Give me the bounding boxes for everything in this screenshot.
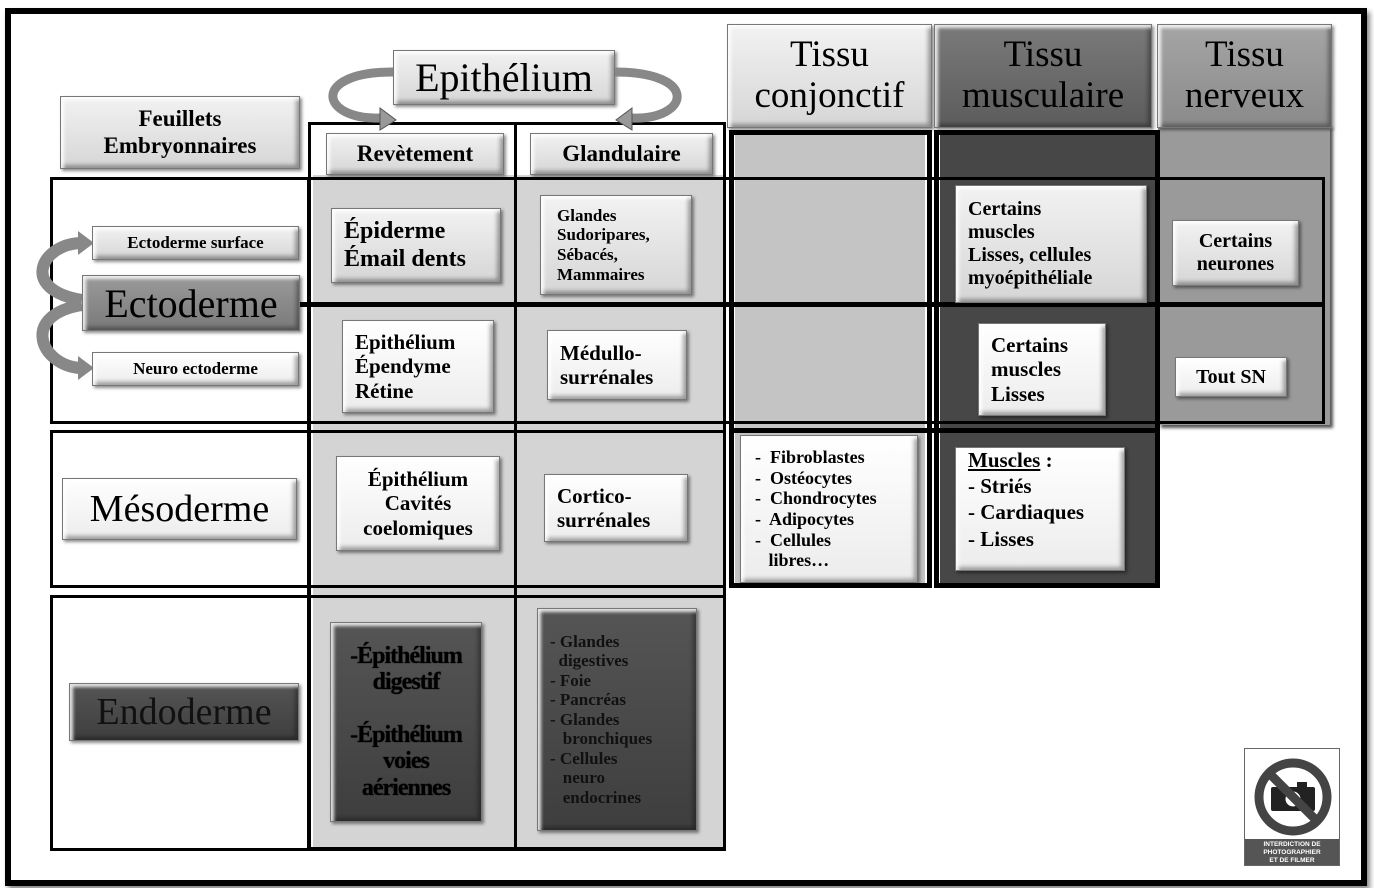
ectoderme-surface-label: Ectoderme surface: [92, 226, 299, 260]
arrow-head-left-icon: [379, 107, 397, 131]
arrow-head-up-icon: [78, 231, 94, 255]
no-photography-text: INTERDICTION DE PHOTOGRAPHIER ET DE FILM…: [1245, 839, 1339, 865]
no-camera-icon: [1254, 758, 1332, 836]
medullo-surrenales-cell: Médullo- surrénales: [547, 330, 687, 400]
arrow-to-neuro-icon: [36, 299, 84, 374]
arrow-to-surface-icon: [36, 237, 84, 306]
tissu-nerveux-header: Tissu nerveux: [1157, 24, 1332, 128]
arrow-head-down-icon: [78, 356, 94, 380]
endoderme-label: Endoderme: [69, 683, 299, 741]
glandulaire-header: Glandulaire: [530, 133, 713, 175]
ectoderme-row-box: [50, 177, 1325, 424]
muscles-types-cell: Muscles : - Striés - Cardiaques - Lisses: [955, 447, 1125, 571]
epiderme-cell: Épiderme Émail dents: [331, 208, 501, 283]
neuro-ectoderme-label: Neuro ectoderme: [92, 352, 299, 386]
epithelium-divider: [514, 122, 517, 850]
glandes-digestives-foie-list: - Glandes digestives - Foie - Pancréas -…: [537, 608, 697, 831]
muscles-types-list: - Striés - Cardiaques - Lisses: [968, 474, 1085, 551]
tissu-conjonctif-cells-list: - Fibroblastes - Ostéocytes - Chondrocyt…: [740, 435, 918, 583]
epithelium-ependyme-retine-cell: Epithélium Épendyme Rétine: [342, 320, 494, 413]
certains-neurones-cell: Certains neurones: [1172, 220, 1299, 286]
tissu-musculaire-header: Tissu musculaire: [934, 24, 1152, 128]
ectoderme-label: Ectoderme: [82, 275, 300, 331]
glandes-sudoripares-cell: Glandes Sudoripares, Sébacés, Mammaires: [540, 195, 692, 295]
page-frame: [5, 8, 1367, 886]
mesoderme-row-box: [50, 430, 726, 588]
revetement-header: Revètement: [326, 133, 504, 175]
ectoderme-branch-arrows: [36, 231, 94, 380]
certains-muscles-lisses-cell: Certains muscles Lisses: [978, 323, 1106, 416]
epithelium-cavites-coelomiques-cell: Épithélium Cavités coelomiques: [336, 456, 500, 551]
arrow-to-glandulaire-icon: [614, 67, 682, 123]
endoderme-row-box: [50, 595, 726, 851]
musculaire-column-box: [934, 130, 1160, 588]
tissu-conjonctif-header: Tissu conjonctif: [727, 24, 932, 128]
ectoderme-mid-line: [300, 302, 1325, 307]
muscles-lisses-myoepitheliale-cell: Certains muscles Lisses, cellules myoépi…: [955, 185, 1147, 303]
epithelium-split-arrows: [328, 67, 682, 131]
tout-sn-cell: Tout SN: [1175, 357, 1287, 397]
mesoderme-top-line: [729, 428, 1160, 433]
no-photography-sign: INTERDICTION DE PHOTOGRAPHIER ET DE FILM…: [1244, 748, 1340, 866]
arrow-to-revetement-icon: [328, 67, 394, 123]
mesoderme-label: Mésoderme: [62, 478, 297, 540]
arrow-head-right-icon: [615, 107, 633, 131]
feuillets-col-divider: [307, 177, 310, 851]
muscles-title: Muscles :: [968, 448, 1053, 472]
feuillets-embryonnaires-header: Feuillets Embryonnaires: [60, 96, 300, 169]
epithelium-digestif-voies-aeriennes-cell: -Épithélium digestif -Épithélium voies a…: [330, 622, 482, 822]
conjonctif-column-box: [729, 130, 932, 588]
cortico-surrenales-cell: Cortico- surrénales: [544, 474, 688, 542]
epithelium-header: Epithélium: [393, 50, 615, 105]
